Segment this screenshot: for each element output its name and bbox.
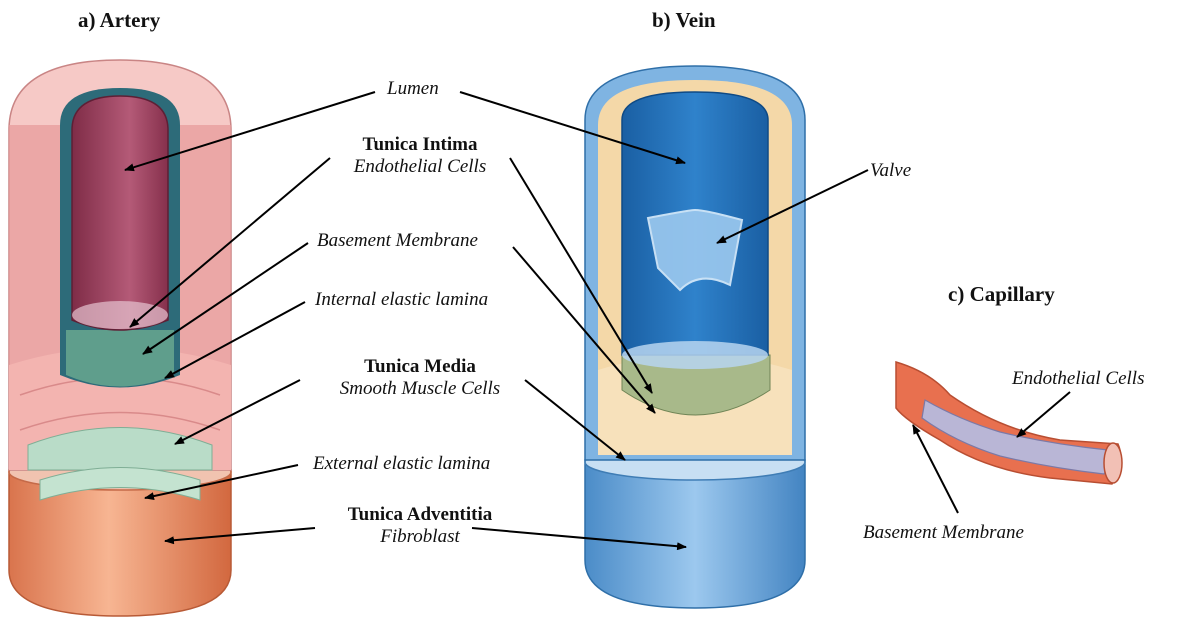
label-external-elastic-lamina: External elastic lamina (313, 453, 490, 475)
label-endothelial-cells: Endothelial Cells (315, 156, 525, 178)
label-tunica-adventitia: Tunica Adventitia Fibroblast (310, 504, 530, 548)
vein-adventitia (585, 460, 805, 608)
label-tunica-intima-title: Tunica Intima (315, 134, 525, 156)
panel-title-artery: a) Artery (78, 8, 160, 33)
artery-illustration (9, 60, 231, 616)
label-tunica-adventitia-title: Tunica Adventitia (310, 504, 530, 526)
label-smooth-muscle-cells: Smooth Muscle Cells (310, 378, 530, 400)
arrow-capillary-endothelial (1017, 392, 1070, 437)
label-tunica-media: Tunica Media Smooth Muscle Cells (310, 356, 530, 400)
label-tunica-intima: Tunica Intima Endothelial Cells (315, 134, 525, 178)
label-valve: Valve (870, 160, 911, 182)
label-capillary-endothelial-cells: Endothelial Cells (1012, 368, 1144, 390)
label-capillary-basement-membrane: Basement Membrane (863, 522, 1024, 544)
label-fibroblast: Fibroblast (310, 526, 530, 548)
artery-lumen (72, 96, 168, 330)
label-lumen: Lumen (387, 78, 439, 100)
label-basement-membrane: Basement Membrane (317, 230, 478, 252)
label-tunica-media-title: Tunica Media (310, 356, 530, 378)
artery-internal-elastic (66, 330, 174, 387)
panel-title-capillary: c) Capillary (948, 282, 1055, 307)
label-internal-elastic-lamina: Internal elastic lamina (315, 289, 488, 311)
panel-title-vein: b) Vein (652, 8, 716, 33)
